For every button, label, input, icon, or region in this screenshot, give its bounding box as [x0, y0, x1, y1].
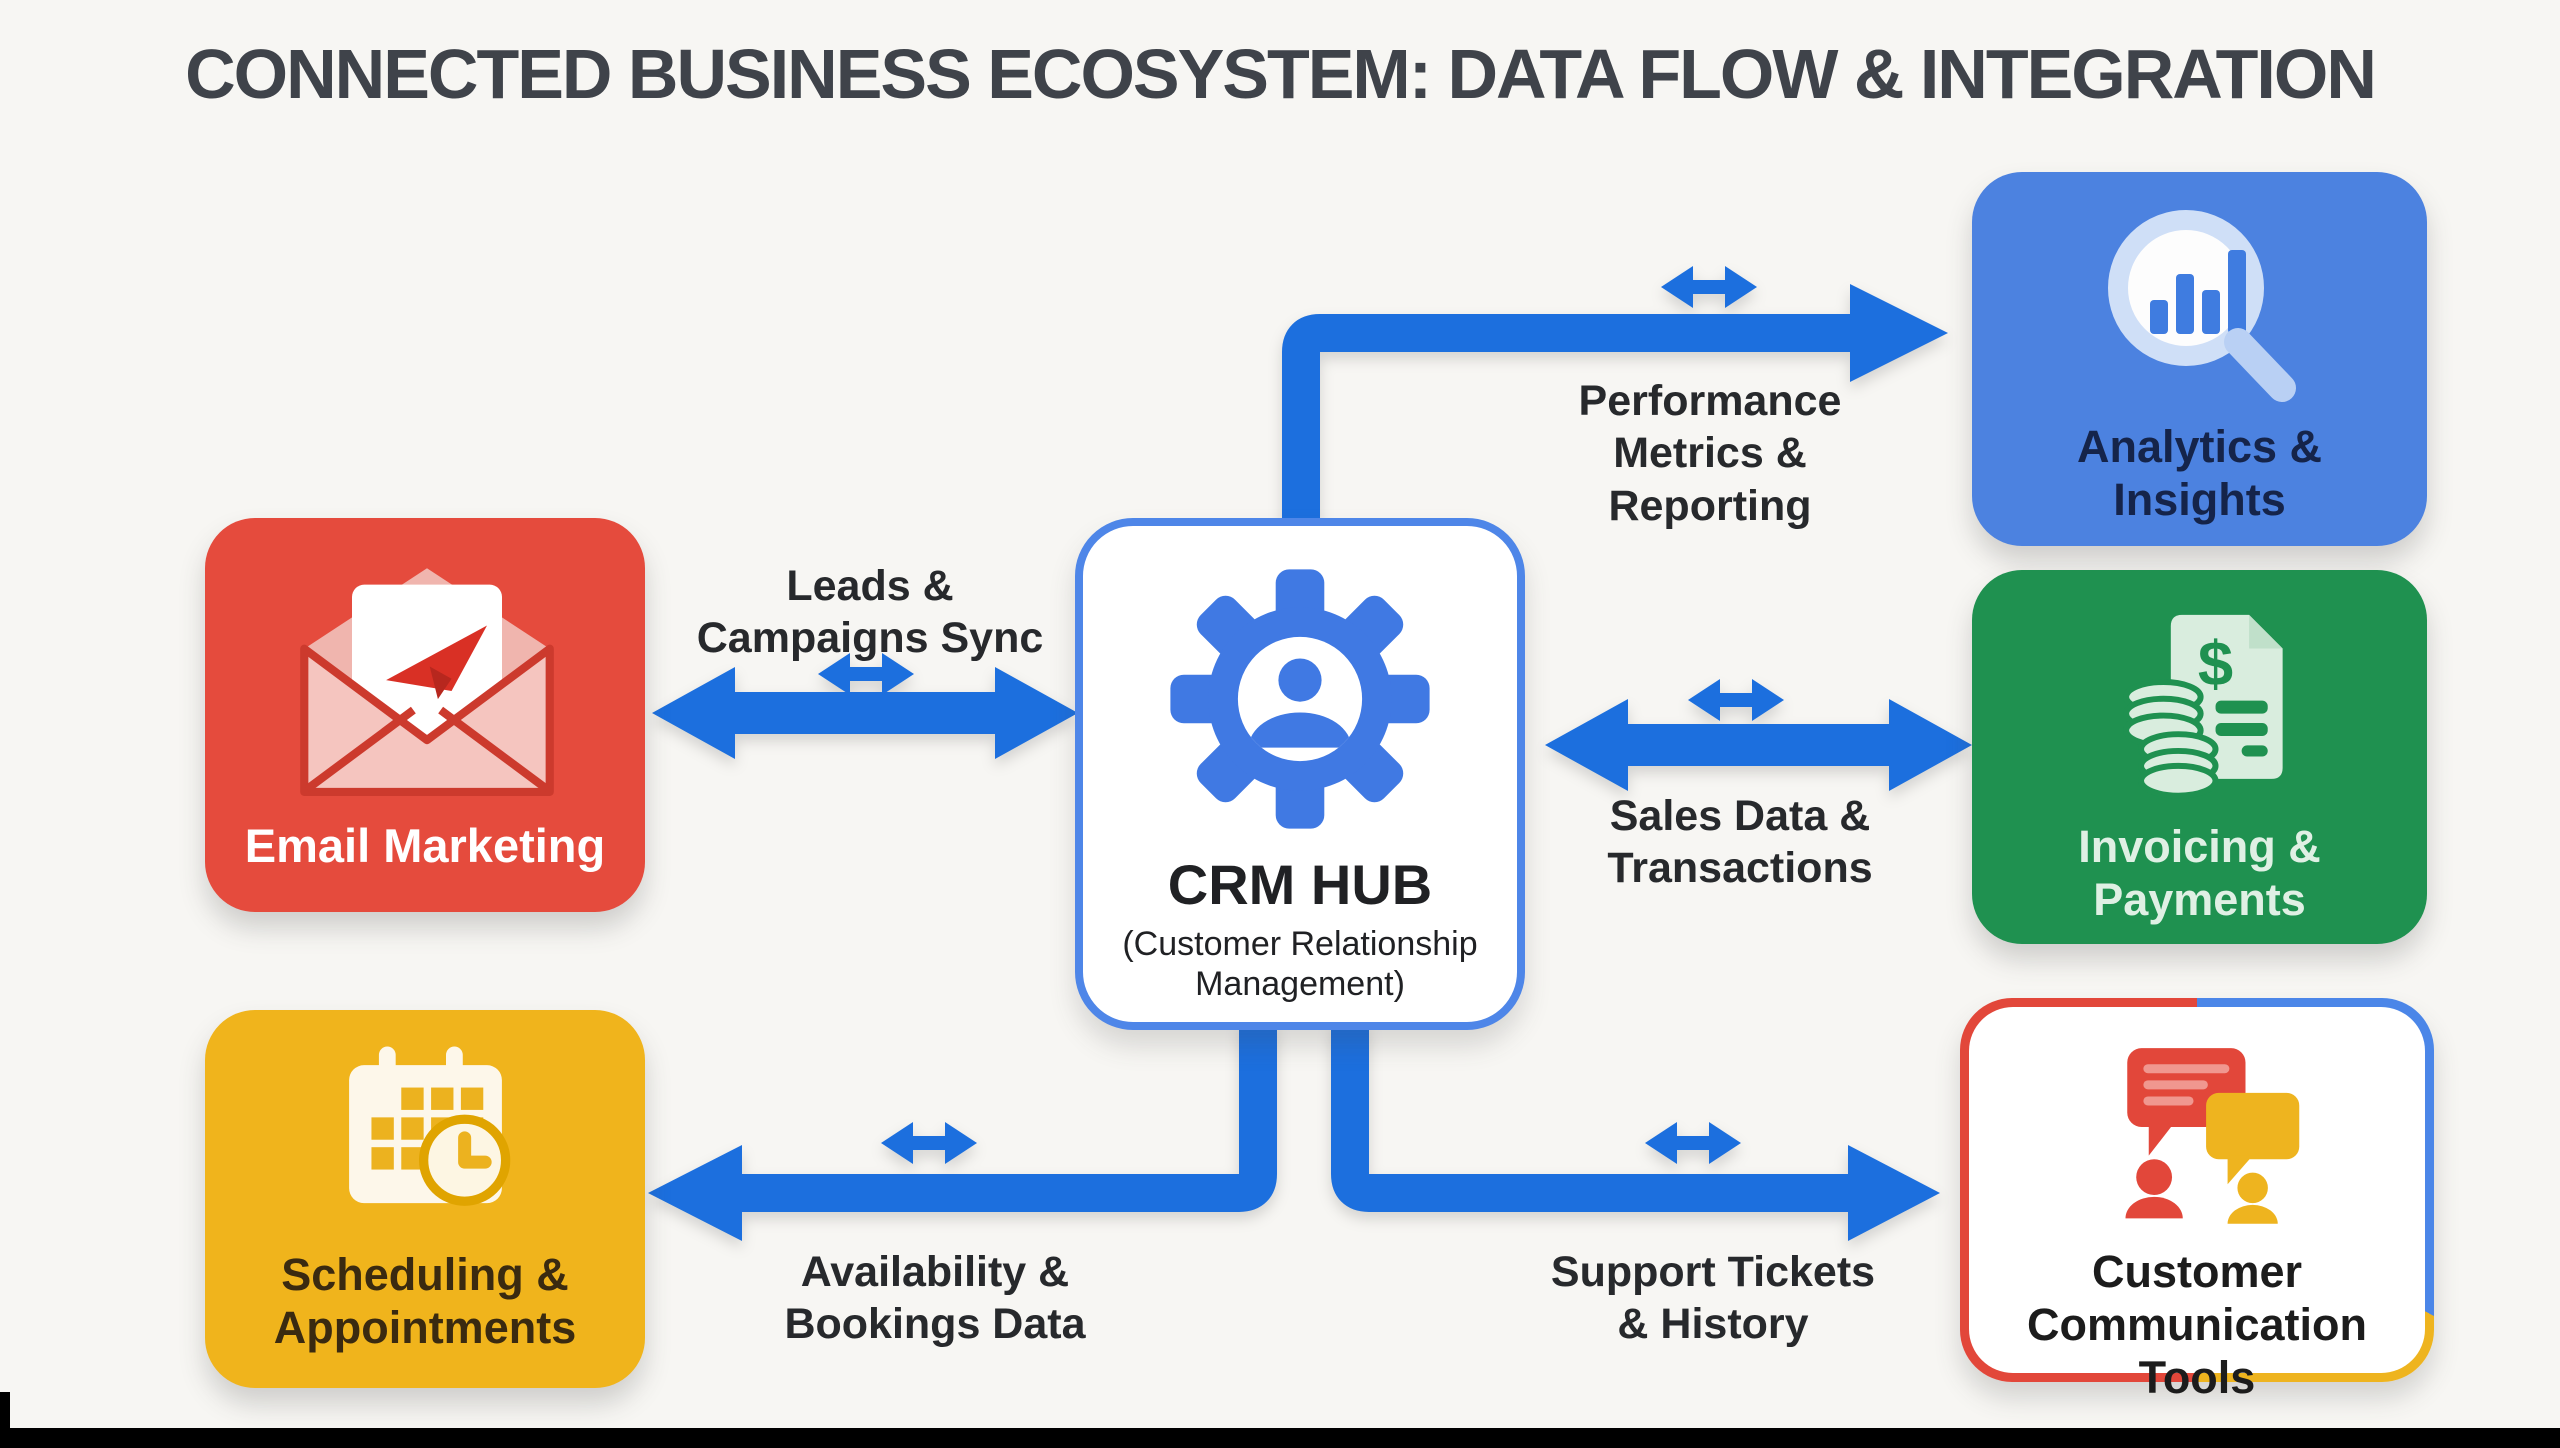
invoice-document-coins-icon: $	[2123, 614, 2283, 799]
customer-communication-inner: Customer Communication Tools	[1969, 1007, 2425, 1403]
email-marketing-label: Email Marketing	[244, 819, 606, 872]
sync-icon	[1688, 679, 1784, 721]
sync-icon	[881, 1122, 977, 1164]
customer-communication-node: Customer Communication Tools	[1960, 998, 2434, 1403]
svg-text:$: $	[2198, 630, 2233, 700]
customer-communication-label: Customer Communication Tools	[2026, 1246, 2367, 1404]
invoicing-payments-node: $ Invoicing & Payments	[1972, 570, 2427, 944]
crm-hub-node: CRM HUB (Customer Relationship Managemen…	[1075, 518, 1525, 1030]
availability-arrow	[648, 1022, 1277, 1241]
email-marketing-node: Email Marketing	[205, 518, 645, 912]
sales-edge-label: Sales Data & Transactions	[1607, 792, 1873, 893]
magnifier-bar-chart-icon	[2108, 210, 2296, 402]
availability-edge-label: Availability & Bookings Data	[784, 1248, 1086, 1349]
open-envelope-paper-plane-icon	[300, 568, 554, 797]
analytics-insights-node: Analytics & Insights	[1972, 172, 2427, 546]
sales-arrow	[1545, 699, 1972, 791]
page-title: CONNECTED BUSINESS ECOSYSTEM: DATA FLOW …	[185, 35, 2377, 113]
scheduling-appointments-label: Scheduling & Appointments	[273, 1249, 577, 1354]
crm-hub-label: CRM HUB	[1167, 853, 1433, 916]
sync-icon	[1661, 266, 1757, 308]
leads-edge-label: Leads & Campaigns Sync	[696, 562, 1044, 663]
scheduling-appointments-node: Scheduling & Appointments	[205, 1010, 645, 1388]
leads-arrow	[652, 667, 1078, 759]
chat-bubbles-people-icon	[2125, 1048, 2300, 1224]
crm-hub-sublabel: (Customer Relationship Management)	[1122, 925, 1478, 1004]
support-arrow	[1331, 1022, 1940, 1241]
gear-user-icon	[1170, 569, 1430, 829]
invoicing-payments-label: Invoicing & Payments	[2078, 821, 2321, 926]
sync-icon	[1645, 1122, 1741, 1164]
support-edge-label: Support Tickets & History	[1550, 1248, 1876, 1349]
performance-edge-label: Performance Metrics & Reporting	[1578, 377, 1842, 530]
letterbox-bar	[0, 1428, 2560, 1448]
screen-edge-artifact	[0, 1392, 10, 1448]
analytics-insights-label: Analytics & Insights	[2076, 421, 2323, 526]
calendar-clock-icon	[349, 1046, 511, 1206]
